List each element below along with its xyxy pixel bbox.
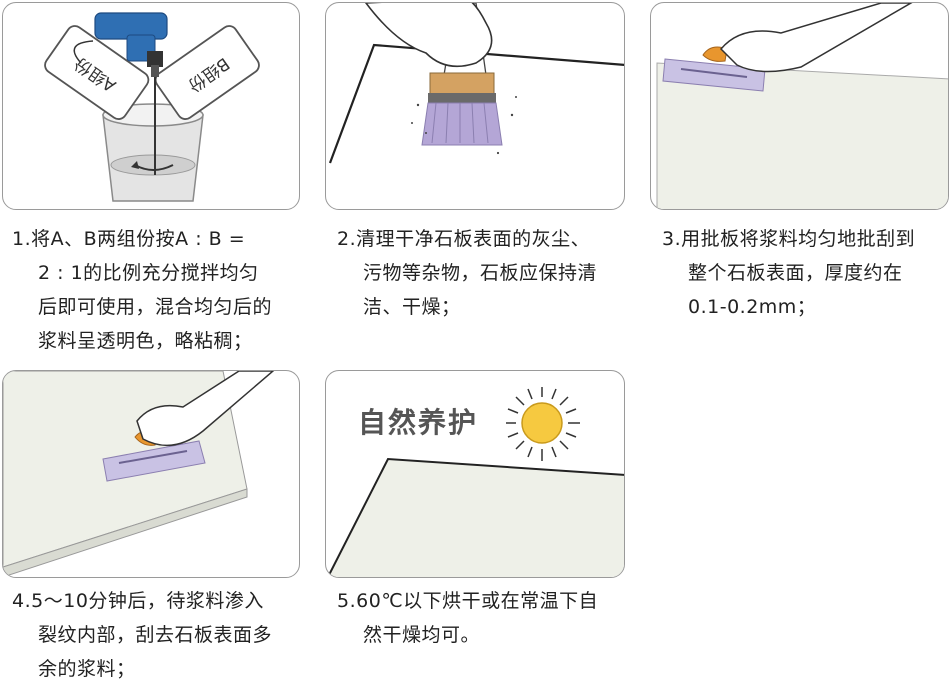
step-2-text: 2.清理干净石板表面的灰尘、 污物等杂物，石板应保持清 洁、干燥； <box>337 222 597 324</box>
step-1-line-1: 1.将A、B两组份按A : B = <box>12 222 272 256</box>
step-1-line-3: 后即可使用，混合均匀后的 <box>12 290 272 324</box>
illustration-cleaning <box>325 2 625 210</box>
illustration-troweling <box>650 2 949 210</box>
step-5-number: 5. <box>337 590 356 612</box>
step-line: 用批板将浆料均匀地批刮到 <box>681 228 915 250</box>
step-5-text: 5.60℃以下烘干或在常温下自 然干燥均可。 <box>337 584 598 652</box>
step-line: 5～10分钟后，待浆料渗入 <box>31 590 264 612</box>
step-3-line-1: 3.用批板将浆料均匀地批刮到 <box>662 222 915 256</box>
step-3-number: 3. <box>662 228 681 250</box>
step-2-line-2: 污物等杂物，石板应保持清 <box>337 256 597 290</box>
step-4-number: 4. <box>12 590 31 612</box>
step-5-line-1: 5.60℃以下烘干或在常温下自 <box>337 584 598 618</box>
cleaning-drawing <box>326 3 625 210</box>
scraping-drawing <box>3 371 300 578</box>
step-line: 将A、B两组份按A : B = <box>31 228 245 250</box>
step-2-line-1: 2.清理干净石板表面的灰尘、 <box>337 222 597 256</box>
step-1-line-2: 2 : 1的比例充分搅拌均匀 <box>12 256 272 290</box>
hand-icon <box>721 3 911 72</box>
step-4-line-1: 4.5～10分钟后，待浆料渗入 <box>12 584 272 618</box>
illustration-scraping <box>2 370 300 578</box>
step-1-line-4: 浆料呈透明色，略粘稠； <box>12 324 272 358</box>
step-4-text: 4.5～10分钟后，待浆料渗入 裂纹内部，刮去石板表面多 余的浆料； <box>12 584 272 686</box>
step-3-line-2: 整个石板表面，厚度约在 <box>662 256 915 290</box>
step-line: 清理干净石板表面的灰尘、 <box>356 228 590 250</box>
step-1-number: 1. <box>12 228 31 250</box>
mixing-drawing: A组份 B组份 <box>3 3 300 210</box>
illustration-curing: 自然养护 <box>325 370 625 578</box>
step-2-number: 2. <box>337 228 356 250</box>
step-4-line-2: 裂纹内部，刮去石板表面多 <box>12 618 272 652</box>
hand-icon <box>366 3 492 66</box>
step-5-line-2: 然干燥均可。 <box>337 618 598 652</box>
step-3-text: 3.用批板将浆料均匀地批刮到 整个石板表面，厚度约在 0.1-0.2mm； <box>662 222 915 324</box>
curing-label: 自然养护 <box>358 401 478 441</box>
sun-icon <box>506 387 580 461</box>
troweling-drawing <box>651 3 949 210</box>
step-2-line-3: 洁、干燥； <box>337 290 597 324</box>
step-1-text: 1.将A、B两组份按A : B = 2 : 1的比例充分搅拌均匀 后即可使用，混… <box>12 222 272 358</box>
step-line: 60℃以下烘干或在常温下自 <box>356 590 598 612</box>
step-4-line-3: 余的浆料； <box>12 652 272 686</box>
illustration-mixing: A组份 B组份 <box>2 2 300 210</box>
step-3-line-3: 0.1-0.2mm； <box>662 290 915 324</box>
